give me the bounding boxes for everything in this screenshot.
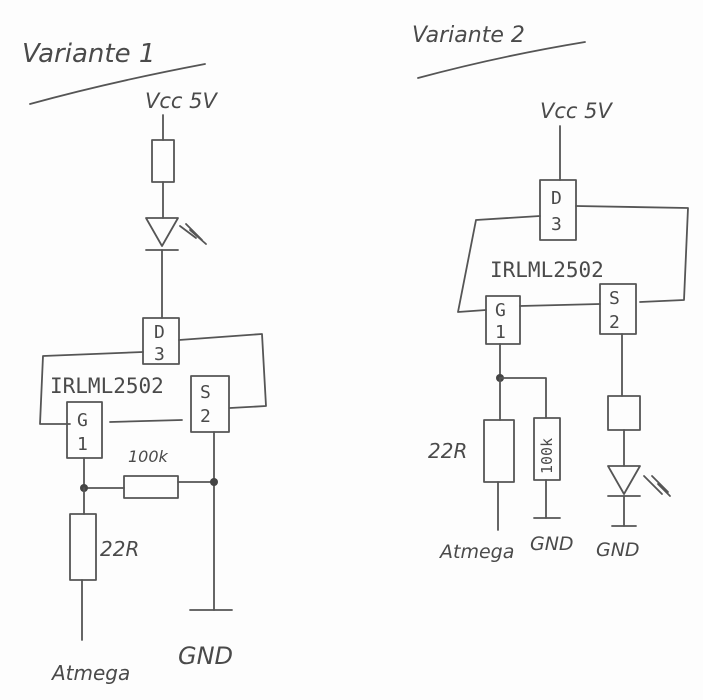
- variant-2-transistor-body: [457, 205, 689, 313]
- variant-2-drain-number: 3: [551, 214, 562, 235]
- variant-2-led-icon: [607, 465, 671, 497]
- variant-1-drain-pin: [142, 317, 180, 365]
- variant-1-pulldown-label: 100k: [128, 447, 169, 466]
- variant-1-transistor-body: [39, 333, 267, 425]
- variant-1-gate-resistor-label: 22R: [100, 537, 139, 561]
- variant-1-source-pin: [190, 375, 230, 433]
- variant-2-gate-resistor: [483, 419, 515, 483]
- variant-1-title: Variante 1: [22, 39, 155, 69]
- variant-1-led-icon: [145, 217, 207, 251]
- variant-1-drain-number: 3: [154, 344, 165, 365]
- variant-1-transistor-label: IRLML2502: [50, 374, 164, 398]
- variant-1-junction-source: [210, 478, 218, 486]
- variant-1-gate-letter: G: [77, 410, 88, 431]
- variant-2-gate-pin: [485, 295, 521, 345]
- variant-1-input-label: Atmega: [50, 661, 130, 685]
- variant-2-led-ground-label: GND: [596, 539, 640, 561]
- variant-2-gate-resistor-label: 22R: [428, 439, 467, 463]
- variant-2-gate-number: 1: [495, 322, 506, 343]
- variant-2-led-resistor: [607, 395, 641, 431]
- variant-1-gate-resistor: [69, 513, 97, 581]
- variant-1-drain-letter: D: [154, 322, 165, 343]
- variant-1-pulldown-resistor: [123, 475, 179, 499]
- variant-2-title: Variante 2: [412, 23, 525, 48]
- variant-2-transistor-label: IRLML2502: [490, 258, 604, 282]
- variant-2-wire-node-pulldown: [499, 377, 547, 419]
- variant-2-drain-letter: D: [551, 188, 562, 209]
- variant-1-ground-label: GND: [178, 642, 233, 670]
- variant-2-pulldown-ground-label: GND: [530, 533, 574, 555]
- variant-1-source-number: 2: [200, 406, 211, 427]
- variant-2: Variante 2 Vcc 5V D 3 IRLML2502 G 1 S 2 …: [412, 23, 689, 563]
- variant-1-led-resistor: [151, 139, 175, 183]
- variant-2-source-number: 2: [609, 312, 620, 333]
- variant-2-title-underline: [417, 41, 586, 79]
- variant-2-gate-letter: G: [495, 300, 506, 321]
- variant-1-vcc-label: Vcc 5V: [145, 89, 218, 113]
- variant-2-source-letter: S: [609, 288, 620, 309]
- variant-1-gate-number: 1: [77, 434, 88, 455]
- variant-1-source-letter: S: [200, 382, 211, 403]
- variant-1: Variante 1 Vcc 5V D 3 IRLML2502 G 1 S 2: [22, 39, 267, 685]
- variant-1-title-underline: [29, 63, 206, 105]
- variant-2-vcc-label: Vcc 5V: [540, 99, 613, 123]
- variant-2-input-label: Atmega: [438, 541, 514, 563]
- variant-2-pulldown-resistor: [533, 417, 561, 481]
- variant-2-pulldown-label: 100k: [538, 438, 556, 474]
- variant-2-drain-pin: [539, 179, 577, 241]
- variant-2-source-pin: [599, 283, 637, 335]
